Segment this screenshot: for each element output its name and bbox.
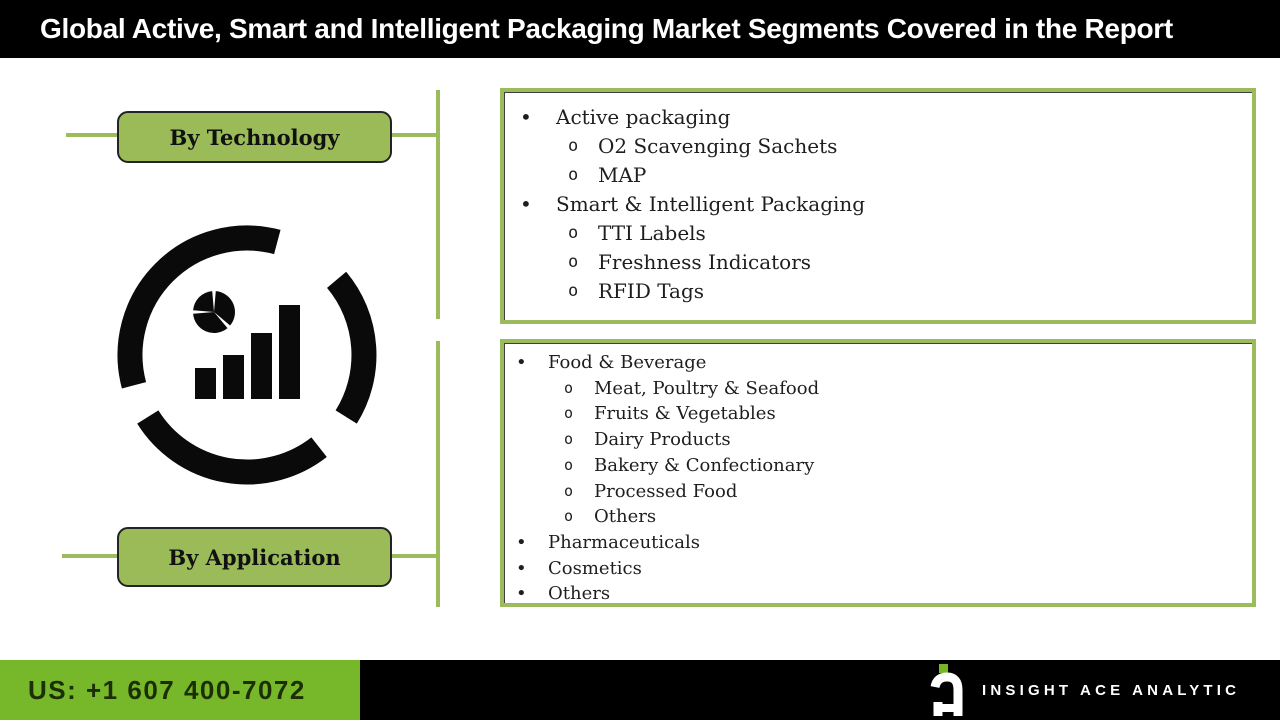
list-item: TTI Labels <box>504 219 1252 248</box>
list-item: Fruits & Vegetables <box>504 401 1252 427</box>
list-item: Active packaging <box>504 103 1252 132</box>
footer-phone-panel <box>0 660 360 720</box>
list-item: Others <box>504 581 1252 607</box>
connector-line-technology-vertical <box>436 90 440 319</box>
insight-ace-logo-icon <box>930 664 963 716</box>
technology-segments-box: Active packaging O2 Scavenging Sachets M… <box>500 88 1256 324</box>
application-segments-box: Food & Beverage Meat, Poultry & Seafood … <box>500 339 1256 607</box>
connector-line-technology-left <box>66 133 117 137</box>
application-segments-list: Food & Beverage Meat, Poultry & Seafood … <box>504 343 1252 607</box>
market-analytics-icon <box>117 225 377 485</box>
connector-line-application-right <box>392 554 440 558</box>
footer-phone-number: US: +1 607 400-7072 <box>28 675 306 705</box>
by-technology-text: By Technology <box>169 124 340 150</box>
list-item: O2 Scavenging Sachets <box>504 132 1252 161</box>
list-item: MAP <box>504 161 1252 190</box>
list-item: Pharmaceuticals <box>504 530 1252 556</box>
list-item: Meat, Poultry & Seafood <box>504 376 1252 402</box>
list-item: Processed Food <box>504 479 1252 505</box>
bar-chart-glyph <box>195 305 300 399</box>
broken-circle <box>117 225 377 485</box>
list-item: Others <box>504 504 1252 530</box>
list-item: Cosmetics <box>504 556 1252 582</box>
list-item: Smart & Intelligent Packaging <box>504 190 1252 219</box>
list-item: Food & Beverage <box>504 350 1252 376</box>
connector-line-technology-right <box>392 133 440 137</box>
by-application-label: By Application <box>117 527 392 587</box>
by-application-text: By Application <box>168 544 341 570</box>
title-bar: Global Active, Smart and Intelligent Pac… <box>0 0 1280 58</box>
brand-block: INSIGHT ACE ANALYTIC <box>930 664 1240 716</box>
by-technology-label: By Technology <box>117 111 392 163</box>
connector-line-application-left <box>62 554 117 558</box>
list-item: RFID Tags <box>504 277 1252 306</box>
list-item: Bakery & Confectionary <box>504 453 1252 479</box>
technology-segments-list: Active packaging O2 Scavenging Sachets M… <box>504 92 1252 306</box>
list-item: Dairy Products <box>504 427 1252 453</box>
connector-line-application-vertical <box>436 341 440 607</box>
page-title: Global Active, Smart and Intelligent Pac… <box>40 13 1173 44</box>
pie-chart-glyph <box>193 291 235 333</box>
list-item: Freshness Indicators <box>504 248 1252 277</box>
brand-name: INSIGHT ACE ANALYTIC <box>982 681 1241 699</box>
